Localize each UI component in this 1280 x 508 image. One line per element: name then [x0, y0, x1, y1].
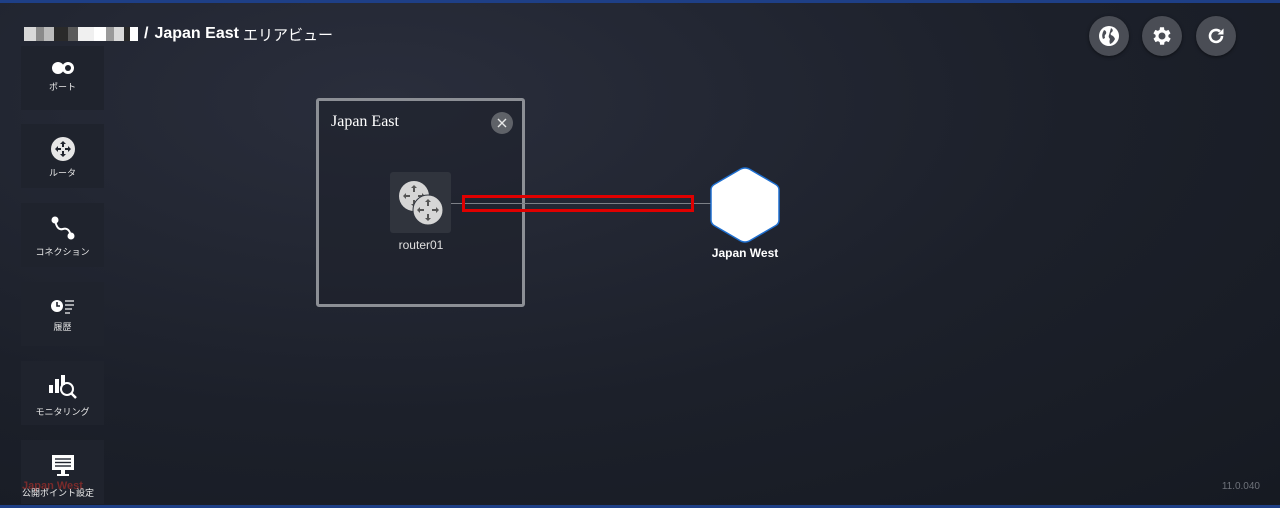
sidebar-item-connection[interactable]: コネクション: [21, 203, 104, 267]
breadcrumb: / Japan East エリアビュー: [24, 22, 333, 46]
version-label: 11.0.040: [1221, 481, 1260, 492]
connection-highlight: [462, 195, 694, 212]
sidebar-item-label: ルータ: [48, 169, 76, 179]
sidebar-item-label: モニタリング: [35, 408, 90, 418]
bottom-accent-bar: [0, 505, 1280, 508]
close-icon: [497, 118, 507, 128]
top-accent-bar: [0, 0, 1280, 3]
close-button[interactable]: [491, 112, 513, 134]
router-icon: [50, 136, 76, 162]
sidebar-item-router[interactable]: ルータ: [21, 124, 104, 188]
public-point-icon: [50, 452, 76, 478]
breadcrumb-view-label: エリアビュー: [242, 25, 333, 44]
router-label: router01: [398, 238, 444, 252]
japan-west-node[interactable]: [709, 166, 781, 244]
refresh-icon: [1208, 28, 1224, 44]
sidebar-item-label: コネクション: [35, 248, 90, 258]
sidebar-item-label: 公開ポイント設定: [22, 489, 95, 499]
sidebar-item-label: ポート: [48, 83, 76, 93]
connection-icon: [50, 215, 76, 241]
japan-west-label: Japan West: [711, 246, 779, 260]
hexagon-icon: [710, 167, 780, 243]
breadcrumb-area-name[interactable]: Japan East: [154, 25, 239, 42]
breadcrumb-separator: /: [144, 25, 149, 42]
area-box-title: Japan East: [331, 113, 399, 130]
router-icon: [398, 180, 443, 225]
gear-icon: [1153, 27, 1171, 45]
ghost-text: Japan West: [22, 480, 83, 492]
sidebar-item-label: 履歴: [53, 323, 72, 333]
port-icon: [50, 60, 76, 76]
monitoring-icon: [47, 373, 79, 401]
settings-button[interactable]: [1142, 16, 1182, 56]
globe-icon: [1099, 26, 1119, 46]
sidebar-item-history[interactable]: 履歴: [21, 282, 104, 346]
globe-button[interactable]: [1089, 16, 1129, 56]
redacted-tenant-name: [24, 27, 138, 41]
sidebar-item-monitoring[interactable]: モニタリング: [21, 361, 104, 425]
refresh-button[interactable]: [1196, 16, 1236, 56]
router-node[interactable]: [390, 172, 451, 233]
sidebar-item-public-point[interactable]: [21, 440, 104, 504]
connection-line[interactable]: [451, 203, 713, 204]
history-icon: [50, 298, 76, 316]
sidebar-item-port[interactable]: ポート: [21, 46, 104, 110]
